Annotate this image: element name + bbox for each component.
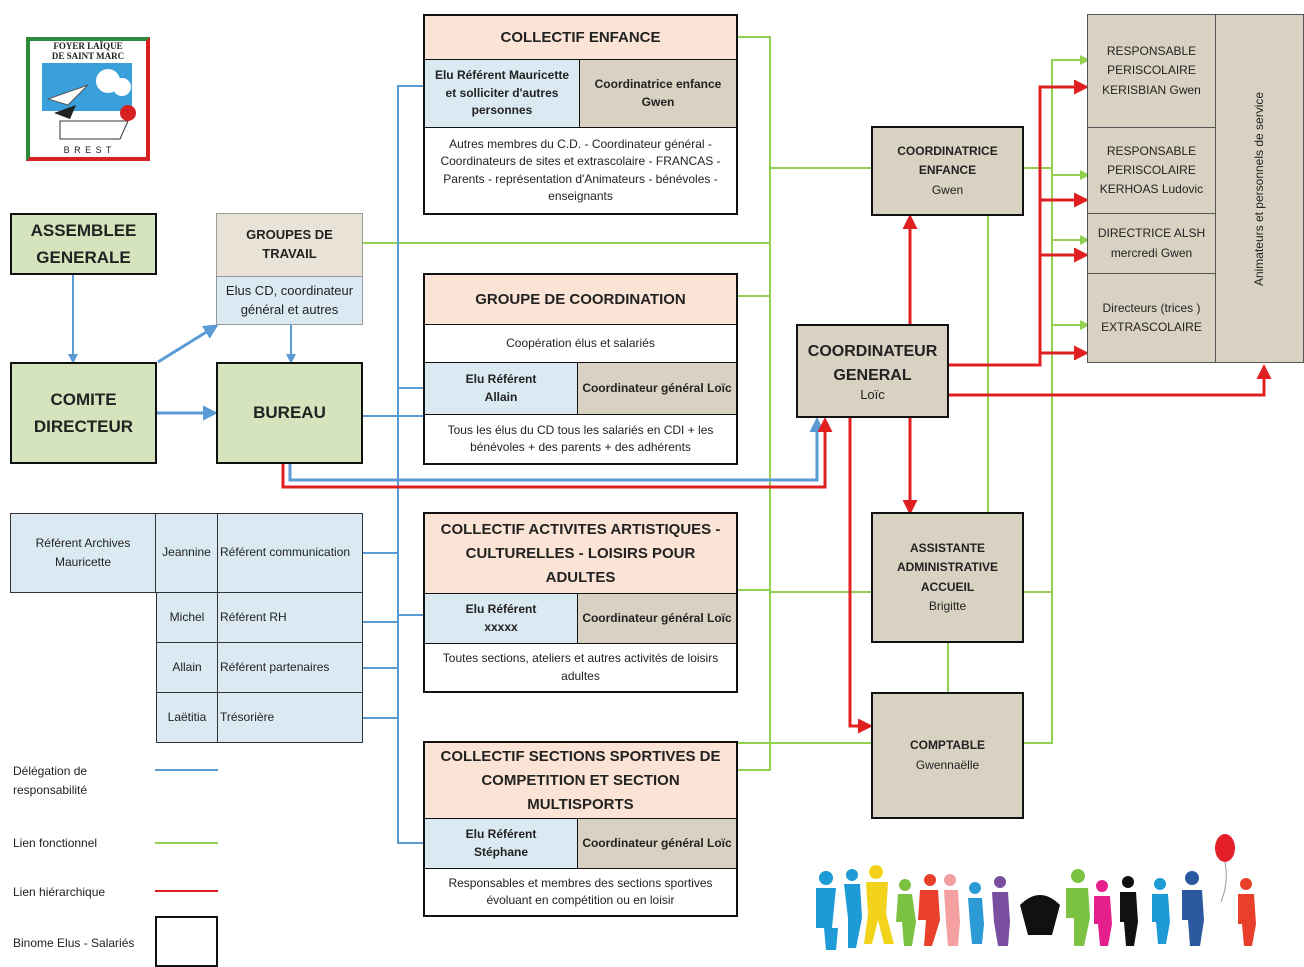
legend-binome-box (155, 916, 218, 967)
collectif-enfance-title: COLLECTIF ENFANCE (425, 16, 736, 60)
collectif-sportif: COLLECTIF SECTIONS SPORTIVES DE COMPETIT… (423, 741, 738, 917)
collectif-enfance-elu: Elu Référent Mauricette et solliciter d'… (425, 60, 579, 128)
referent-name: Allain (156, 643, 218, 693)
referent-name: Jeannine (156, 513, 218, 593)
resp-kerhoas: RESPONSABLE PERISCOLAIRE KERHOAS Ludovic (1088, 128, 1216, 214)
comite-directeur: COMITE DIRECTEUR (10, 362, 157, 464)
comptable-name: Gwennaëlle (915, 757, 980, 772)
legend-fonctionnel: Lien fonctionnel (13, 836, 98, 850)
referent-name: Michel (156, 593, 218, 643)
legend-binome: Binome Elus - Salariés (13, 936, 135, 950)
groupe-coordination: GROUPE DE COORDINATION Coopération élus … (423, 273, 738, 465)
assemblee-label: ASSEMBLEE GENERALE (30, 220, 137, 267)
groupes-title: GROUPES DE TRAVAIL (217, 214, 362, 276)
delegation-links (68, 85, 825, 844)
groupe-coordination-sub: Coopération élus et salariés (425, 325, 736, 363)
assemblee-generale: ASSEMBLEE GENERALE (10, 213, 157, 275)
comptable: COMPTABLE Gwennaëlle (871, 692, 1024, 819)
collectif-artistique: COLLECTIF ACTIVITES ARTISTIQUES - CULTUR… (423, 512, 738, 693)
resp-kerisbian: RESPONSABLE PERISCOLAIRE KERISBIAN Gwen (1088, 15, 1216, 128)
comite-label: COMITE DIRECTEUR (33, 389, 134, 436)
referent-role: Référent partenaires (218, 643, 363, 693)
collectif-sportif-title: COLLECTIF SECTIONS SPORTIVES DE COMPETIT… (425, 743, 736, 819)
bureau: BUREAU (216, 362, 363, 464)
coordinatrice-enfance: COORDINATRICE ENFANCE Gwen (871, 126, 1024, 216)
groupe-coordination-coord: Coordinateur général Loïc (577, 363, 736, 415)
legend-hierarchique: Lien hiérarchique (13, 885, 106, 899)
groupe-coordination-title: GROUPE DE COORDINATION (425, 275, 736, 325)
collectif-sportif-elu: Elu Référent Stéphane (425, 819, 577, 869)
groupes-de-travail: GROUPES DE TRAVAIL Elus CD, coordinateur… (216, 213, 363, 325)
groupe-coordination-desc: Tous les élus du CD tous les salariés en… (447, 422, 714, 454)
legend-delegation: Délégation de responsabilité (13, 764, 88, 798)
collectif-artistique-coord: Coordinateur général Loïc (577, 594, 736, 644)
comptable-title: COMPTABLE (909, 738, 986, 753)
assistante-title: ASSISTANTE ADMINISTRATIVE ACCUEIL (896, 541, 999, 594)
logo-title-line1: FOYER LAÏQUE (53, 41, 123, 51)
functional-links (362, 36, 1090, 771)
coordinateur-general-name: Loïc (860, 386, 885, 402)
collectif-artistique-title: COLLECTIF ACTIVITES ARTISTIQUES - CULTUR… (425, 514, 736, 594)
referents-table: Référent Archives Mauricette Jeannine Ré… (10, 513, 363, 743)
logo: FOYER LAÏQUE DE SAINT MARC B R E S T (26, 37, 150, 161)
groupe-coordination-elu: Elu Référent Allain (425, 363, 577, 415)
collectif-enfance-coord: Coordinatrice enfance Gwen (579, 60, 736, 128)
referent-role: Référent communication (218, 513, 363, 593)
collectif-artistique-elu: Elu Référent xxxxx (425, 594, 577, 644)
collectif-sportif-coord: Coordinateur général Loïc (577, 819, 736, 869)
directeurs-extrascolaire: Directeurs (trices ) EXTRASCOLAIRE (1088, 274, 1216, 362)
coordinatrice-enfance-name: Gwen (931, 182, 964, 197)
referent-role: Référent RH (218, 593, 363, 643)
hierarchical-links (281, 79, 1272, 734)
coordinateur-general: COORDINATEUR GENERAL Loïc (796, 324, 949, 418)
referent-archives: Référent Archives Mauricette (10, 513, 156, 593)
assistante-name: Brigitte (928, 598, 967, 613)
collectif-sportif-desc: Responsables et membres des sections spo… (448, 875, 713, 907)
coordinateur-general-title: COORDINATEUR GENERAL (807, 343, 938, 384)
logo-city: B R E S T (63, 145, 113, 155)
groupes-desc: Elus CD, coordinateur général et autres (217, 276, 362, 324)
referent-name: Laëtitia (156, 693, 218, 743)
bureau-label: BUREAU (253, 403, 326, 423)
logo-title-line2: DE SAINT MARC (51, 51, 125, 61)
coordinatrice-enfance-title: COORDINATRICE ENFANCE (897, 144, 998, 178)
collectif-enfance-desc: Autres membres du C.D. - Coordinateur gé… (440, 136, 721, 203)
logo-bird-icon (42, 63, 136, 140)
assistante-administrative: ASSISTANTE ADMINISTRATIVE ACCUEIL Brigit… (871, 512, 1024, 643)
collectif-enfance: COLLECTIF ENFANCE Elu Référent Mauricett… (423, 14, 738, 215)
collectif-artistique-desc: Toutes sections, ateliers et autres acti… (442, 651, 719, 683)
directrice-alsh: DIRECTRICE ALSH mercredi Gwen (1088, 214, 1216, 274)
referent-role: Trésorière (218, 693, 363, 743)
